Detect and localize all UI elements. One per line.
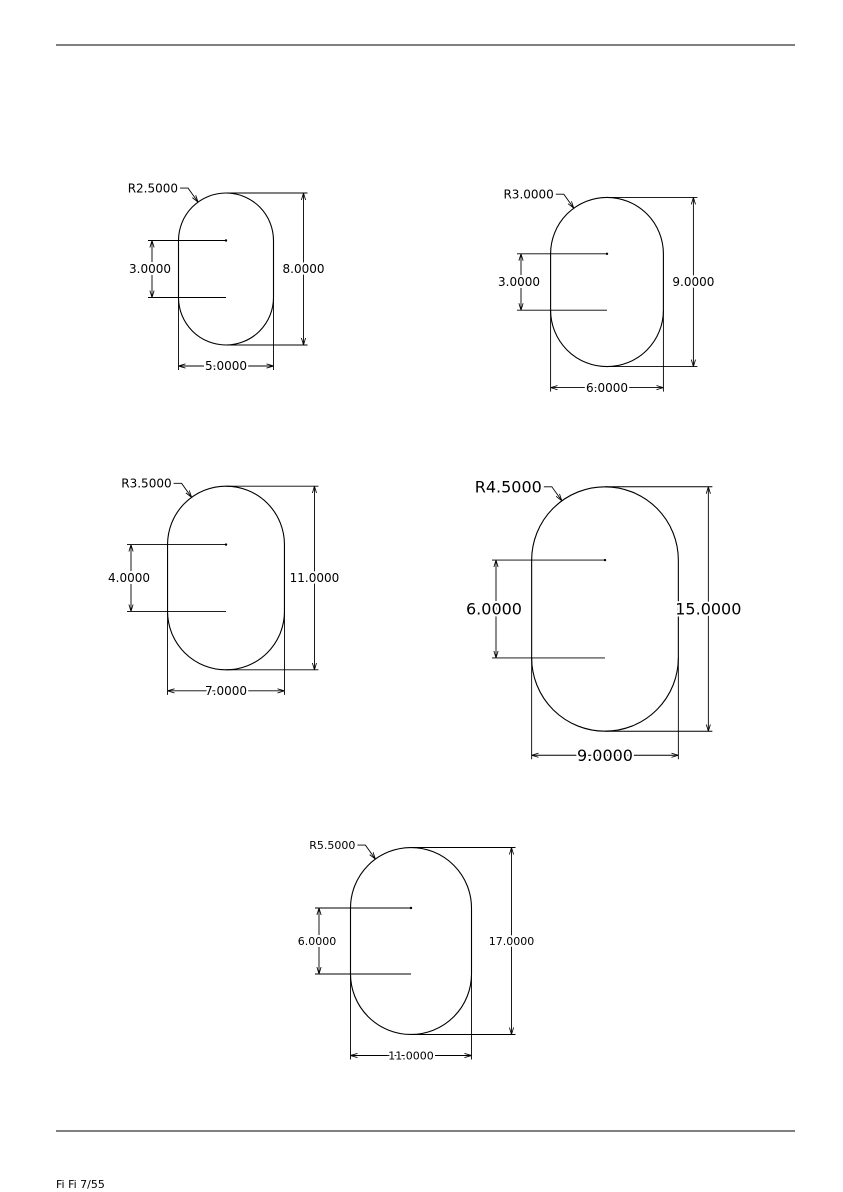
radius-leader (544, 487, 562, 501)
slot-outline (532, 487, 679, 731)
radius-label: R3.5000 (121, 477, 171, 491)
width-label: 9.0000 (577, 746, 633, 765)
drawing-5: 6.0000 17.0000 11.0000 R5.5000 (298, 839, 535, 1062)
radius-leader (180, 188, 198, 202)
height-label: 17.0000 (489, 935, 535, 948)
drawing-1: 3.0000 8.0000 5.0000 R2.5000 (128, 181, 325, 373)
radius-leader (556, 194, 574, 208)
slot-outline (351, 848, 472, 1035)
width-label: 6.0000 (586, 381, 628, 395)
drawing-2: 3.0000 9.0000 6.0000 R3.0000 (498, 187, 714, 394)
center-distance-label: 3.0000 (129, 262, 171, 276)
height-label: 15.0000 (675, 600, 741, 619)
drawing-4: 6.0000 15.0000 9.0000 R4.5000 (466, 477, 741, 764)
height-label: 8.0000 (283, 262, 325, 276)
footer-text: Fi Fi 7/55 (56, 1178, 105, 1191)
radius-label: R4.5000 (475, 477, 542, 496)
radius-label: R2.5000 (128, 181, 178, 195)
drawing-3: 4.0000 11.0000 7.0000 R3.5000 (108, 477, 339, 699)
center-distance-label: 3.0000 (498, 275, 540, 289)
width-label: 11.0000 (388, 1049, 434, 1062)
radius-leader (357, 845, 375, 859)
slot-outline (551, 197, 664, 366)
center-distance-label: 6.0000 (466, 600, 522, 619)
width-label: 5.0000 (205, 359, 247, 373)
slot-outline (179, 193, 274, 345)
height-label: 11.0000 (290, 571, 340, 585)
center-distance-label: 4.0000 (108, 571, 150, 585)
slot-outline (168, 486, 285, 670)
height-label: 9.0000 (672, 275, 714, 289)
radius-label: R5.5000 (309, 839, 355, 852)
width-label: 7.0000 (205, 684, 247, 698)
center-distance-label: 6.0000 (298, 935, 337, 948)
radius-label: R3.0000 (503, 187, 553, 201)
radius-leader (174, 483, 192, 497)
